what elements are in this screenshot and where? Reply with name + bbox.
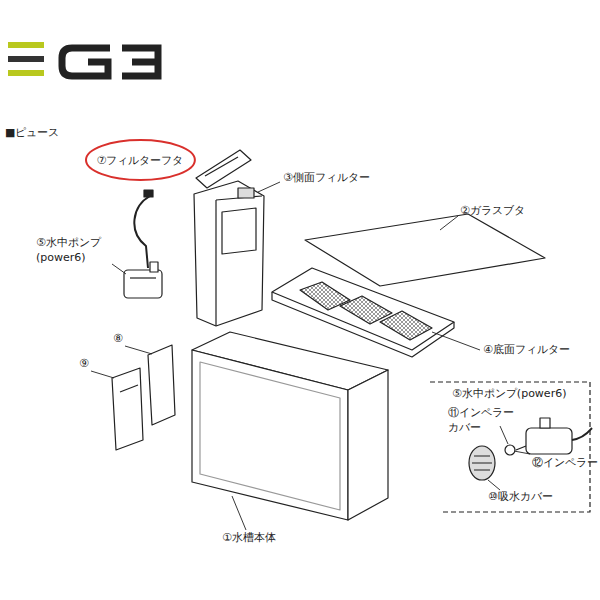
tank [192,350,348,520]
part-label: ①水槽本体 [222,531,276,546]
part-label: ⑤水中ポンプ (power6) [36,236,114,266]
part-label: ⑨ [79,357,89,372]
part-label: ⑩吸水カバー [488,490,553,505]
pump [124,270,162,298]
part-9 [112,368,143,450]
title: ■ピュース [5,126,59,141]
glass-lid [305,214,545,286]
part-label: ②ガラスブタ [460,204,525,219]
side-filter [194,181,264,326]
part-label: ④底面フィルター [483,343,570,358]
part-label: ⑫インペラー [532,456,598,471]
part-label: ③側面フィルター [283,171,370,186]
part-8 [148,345,175,425]
highlight-ellipse: ⑦フィルターフタ [85,139,196,181]
part-label: ⑦フィルターフタ [97,153,184,168]
part-label: ⑤水中ポンプ(power6) [452,387,566,402]
part-label: ⑧ [113,332,123,347]
logo [8,42,158,76]
leader-lines [91,182,530,530]
intake-cover [469,446,495,480]
pump-body [526,428,572,454]
filter-lid [196,150,251,188]
bottom-filter [272,268,454,350]
impeller-cover [505,445,515,455]
part-label: ⑪インペラー カバー [448,406,518,436]
